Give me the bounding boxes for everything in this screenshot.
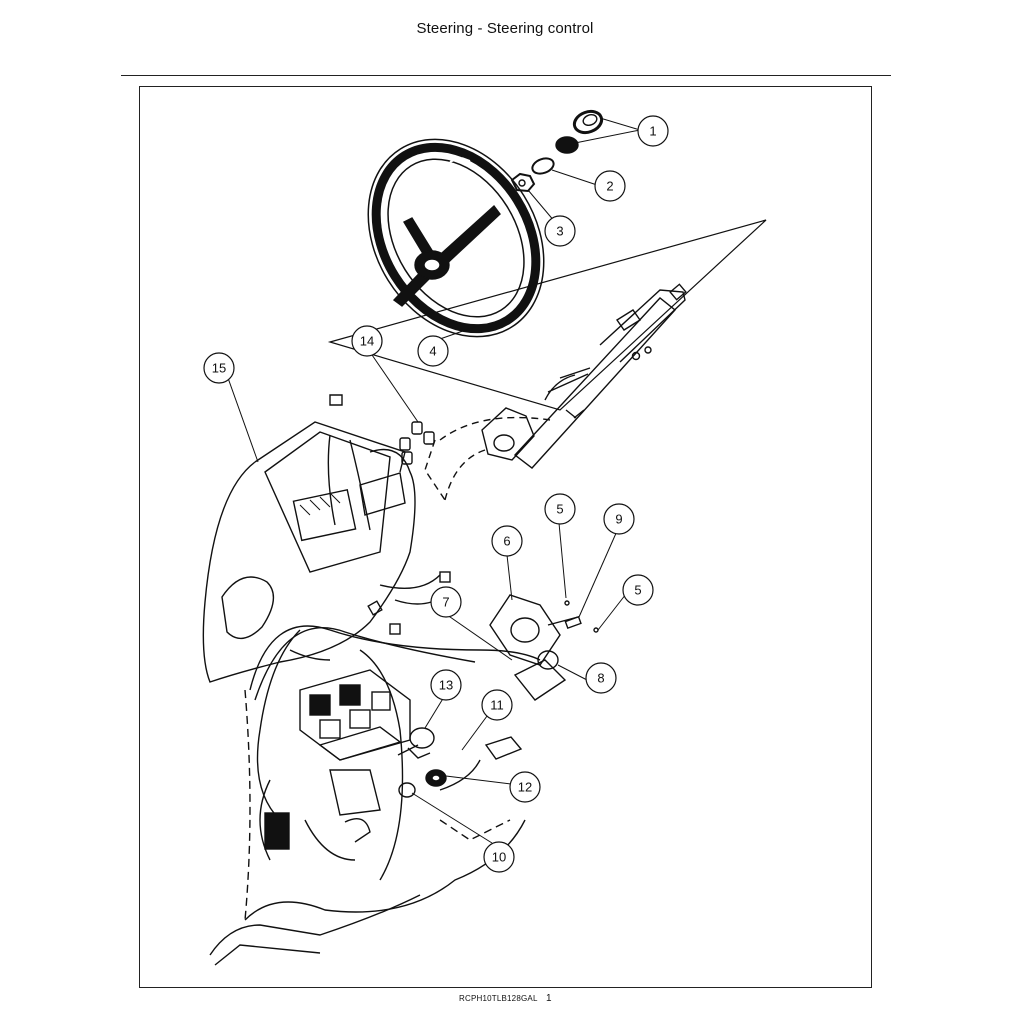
steering-wheel-cap	[555, 109, 604, 154]
callout-13: 13	[439, 678, 453, 693]
title-divider	[121, 75, 891, 76]
fuse-relay-block	[299, 669, 411, 816]
callout-12: 12	[518, 780, 532, 795]
ignition-switch	[397, 727, 435, 759]
rotary-switch	[425, 769, 447, 787]
callout-5b: 5	[634, 583, 641, 598]
diagram-frame	[139, 86, 872, 988]
leader-lines	[227, 117, 641, 844]
page-title: Steering - Steering control	[416, 20, 594, 37]
callout-10: 10	[492, 850, 506, 865]
callout-7: 7	[442, 595, 449, 610]
switch-connector	[439, 736, 523, 791]
bulb-holders	[399, 421, 435, 465]
callout-4: 4	[429, 344, 436, 359]
figure-code: RCPH10TLB128GAL	[459, 994, 538, 1003]
lower-pedestal	[209, 649, 526, 966]
knob	[398, 782, 416, 798]
callout-3: 3	[556, 224, 563, 239]
wiring-harness	[249, 571, 541, 861]
column-plane-outline	[327, 219, 767, 411]
callout-11: 11	[490, 698, 504, 713]
multifunction-switch	[489, 594, 599, 701]
callout-8: 8	[597, 671, 604, 686]
wheel-nut	[510, 172, 536, 193]
callout-2: 2	[606, 179, 613, 194]
callout-5a: 5	[556, 502, 563, 517]
callout-6: 6	[503, 534, 510, 549]
callout-9: 9	[615, 512, 622, 527]
callout-circles	[203, 115, 669, 873]
callout-14: 14	[360, 334, 374, 349]
callout-1: 1	[649, 124, 656, 139]
o-ring	[531, 157, 555, 175]
steering-wheel	[367, 138, 545, 338]
callout-15: 15	[212, 361, 226, 376]
dashboard-console	[202, 394, 416, 683]
figure-number: 1	[546, 993, 552, 1004]
steering-column	[424, 283, 687, 501]
